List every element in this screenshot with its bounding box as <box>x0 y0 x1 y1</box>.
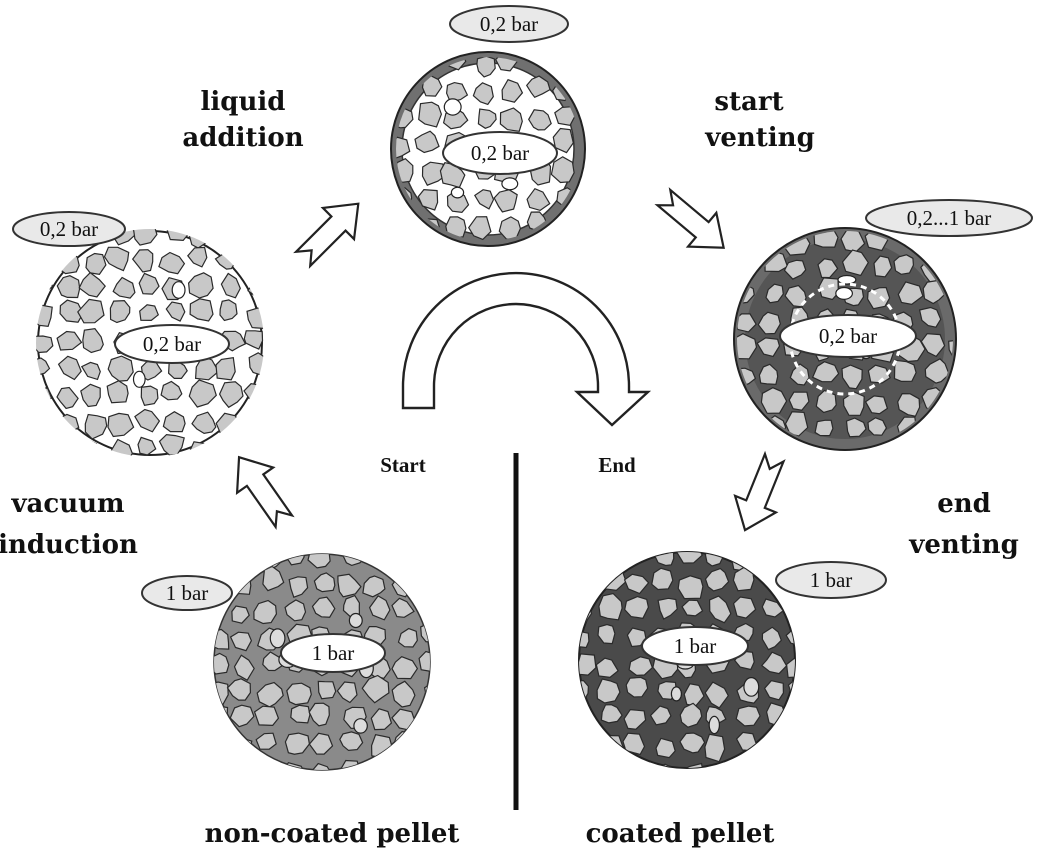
pore-bubble <box>502 178 518 190</box>
arrow-vacuum-induction <box>221 445 302 534</box>
pressure-badge-top-outer: 0,2 bar <box>450 6 568 42</box>
pore-bubble <box>349 614 362 628</box>
pore-bubble <box>134 371 146 387</box>
particle-granule <box>203 682 228 705</box>
particle-granule <box>678 576 703 599</box>
pressure-badge-bottom-left-outer: 1 bar <box>142 576 232 610</box>
particle-granule <box>626 677 647 697</box>
svg-text:venting: venting <box>704 123 815 153</box>
pressure-text: 1 bar <box>166 581 209 605</box>
particle-granule <box>81 440 100 460</box>
particle-granule <box>291 705 310 723</box>
label-end-venting: end venting <box>908 489 1019 560</box>
particle-granule <box>815 420 833 435</box>
pressure-badge-left-outer: 0,2 bar <box>13 212 125 246</box>
label-end: End <box>598 453 636 477</box>
pressure-badge-right-outer: 0,2...1 bar <box>866 200 1032 236</box>
particle-granule <box>419 652 443 673</box>
label-start: Start <box>380 453 426 477</box>
pore-bubble <box>270 629 285 648</box>
pressure-badge-top-inner: 0,2 bar <box>443 132 557 174</box>
label-non-coated-pellet: non-coated pellet <box>205 819 460 848</box>
particle-granule <box>707 765 725 781</box>
pressure-text: 0,2...1 bar <box>907 206 992 230</box>
pore-bubble <box>744 678 759 697</box>
pressure-badge-left-inner: 0,2 bar <box>115 325 229 363</box>
pressure-text: 1 bar <box>810 568 853 592</box>
pressure-text: 0,2 bar <box>143 332 201 356</box>
particle-granule <box>30 387 51 404</box>
process-curved-arrow <box>403 273 648 425</box>
pore-bubble <box>709 716 719 733</box>
arrow-start-venting <box>650 181 738 265</box>
pressure-badge-bottom-left-inner: 1 bar <box>281 634 385 672</box>
svg-text:vacuum: vacuum <box>10 489 124 519</box>
particle-granule <box>421 624 440 642</box>
pressure-badge-bottom-right-outer: 1 bar <box>776 562 886 598</box>
pore-bubble <box>172 282 185 299</box>
particle-granule <box>141 386 158 405</box>
pore-bubble <box>671 687 681 701</box>
pore-bubble <box>836 288 853 300</box>
pressure-badge-bottom-right-inner: 1 bar <box>642 627 748 665</box>
pressure-text: 1 bar <box>312 641 355 665</box>
pressure-text: 0,2 bar <box>40 217 98 241</box>
particle-granule <box>209 629 229 649</box>
pressure-text: 0,2 bar <box>819 324 877 348</box>
particle-granule <box>656 738 675 757</box>
pore-bubble <box>444 99 461 115</box>
particle-granule <box>787 659 812 678</box>
particle-granule <box>190 442 209 462</box>
pressure-text: 0,2 bar <box>480 12 538 36</box>
arrow-liquid-addition <box>288 188 374 274</box>
particle-granule <box>814 224 838 247</box>
svg-text:liquid: liquid <box>201 87 286 117</box>
particle-granule <box>287 683 312 704</box>
svg-text:start: start <box>714 87 783 117</box>
svg-text:venting: venting <box>908 530 1019 560</box>
particle-granule <box>341 761 361 783</box>
pressure-text: 0,2 bar <box>471 141 529 165</box>
label-vacuum-induction: vacuum induction <box>0 489 138 560</box>
svg-text:end: end <box>937 489 991 519</box>
label-start-venting: start venting <box>704 87 815 153</box>
svg-text:induction: induction <box>0 530 138 560</box>
particle-granule <box>33 273 53 294</box>
particle-granule <box>56 250 79 274</box>
particle-granule <box>255 706 279 725</box>
label-liquid-addition: liquid addition <box>182 87 303 153</box>
particle-granule <box>189 224 211 248</box>
svg-text:addition: addition <box>182 123 303 153</box>
particle-granule <box>209 653 229 674</box>
particle-granule <box>31 305 52 326</box>
arrow-end-venting <box>725 450 795 539</box>
label-coated-pellet: coated pellet <box>586 819 775 848</box>
pore-bubble <box>451 187 463 198</box>
particle-granule <box>248 279 268 296</box>
particle-granule <box>568 681 588 704</box>
particle-granule <box>318 681 335 698</box>
pressure-badge-right-inner: 0,2 bar <box>780 315 916 357</box>
particle-granule <box>249 353 268 375</box>
pore-bubble <box>354 719 367 733</box>
particle-granule <box>372 735 392 759</box>
pressure-text: 1 bar <box>674 634 717 658</box>
